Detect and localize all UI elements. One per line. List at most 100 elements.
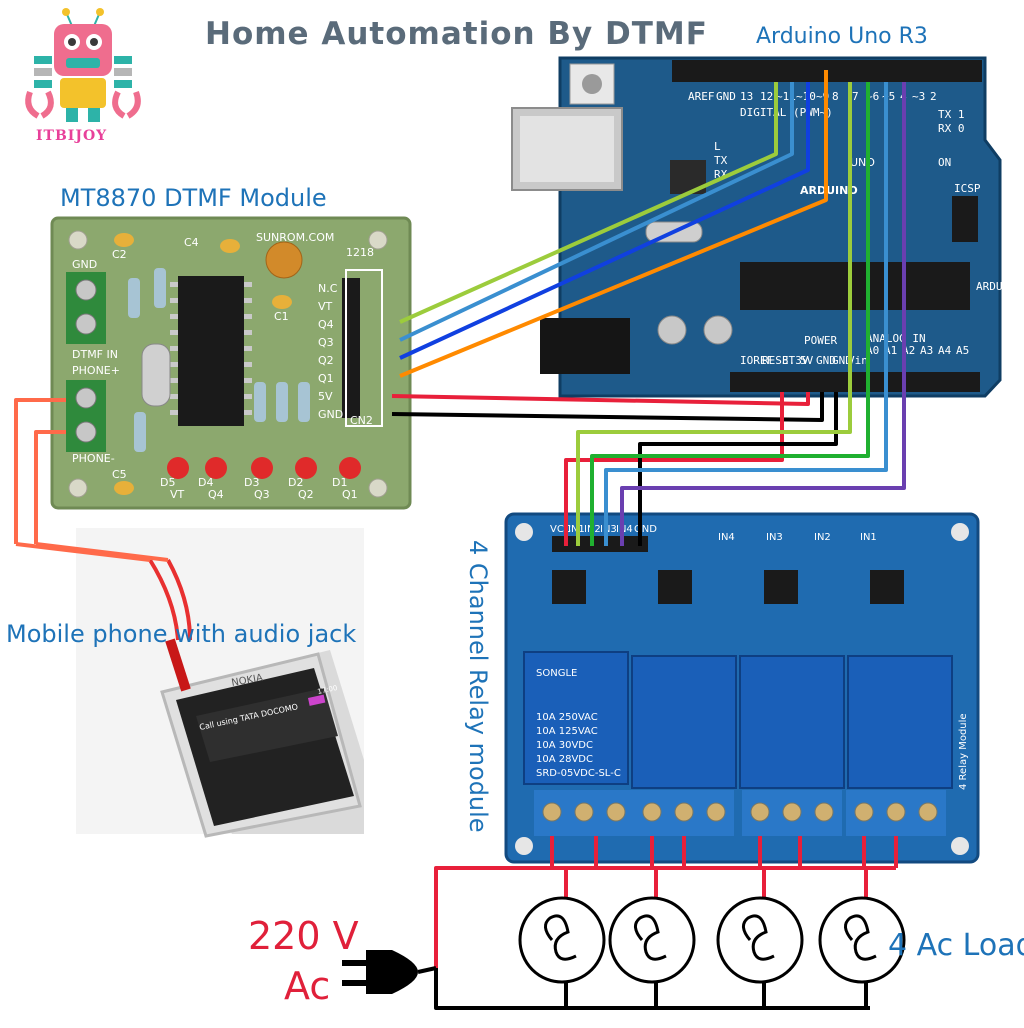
wire-phone-minus: [34, 430, 66, 544]
phone-label: Mobile phone with audio jack: [6, 620, 357, 648]
voltage-label-line2: Ac: [284, 964, 331, 1008]
dtmf-left-labels: GND DTMF IN PHONE+ PHONE-: [72, 258, 120, 465]
wire-q4-lime: [399, 82, 778, 324]
arduino-section-l: L: [714, 140, 721, 153]
dtmf-label: MT8870 DTMF Module: [60, 184, 327, 212]
arduino-section-tx: TX: [714, 154, 728, 167]
dtmf-d3: D3: [244, 476, 259, 489]
itbijoy-logo: [25, 8, 141, 122]
dtmf-led-q2: Q2: [298, 488, 314, 501]
dtmf-pin-q4: Q4: [318, 318, 334, 331]
page-title: Home Automation By DTMF: [205, 16, 708, 52]
phone-brand: NOKIA: [231, 673, 264, 689]
wire-5v-red: [391, 392, 810, 406]
ac-plug: [342, 950, 437, 994]
bulb-4: [818, 896, 906, 984]
dtmf-label-dtmf-in: DTMF IN: [72, 348, 118, 361]
relay-led-in4: IN4: [718, 532, 735, 543]
relay-led-in2: IN2: [814, 532, 831, 543]
arduino-section-icsp: ICSP: [954, 182, 981, 195]
dtmf-pin-labels: N.C VT Q4 Q3 Q2 Q1 5V GND CN2: [318, 282, 373, 427]
dtmf-led-labels: VT Q4 Q3 Q2 Q1: [170, 488, 358, 501]
relay-body-text: SONGLE 10A 250VAC 10A 125VAC 10A 30VDC 1…: [536, 668, 621, 779]
dtmf-pin-5v: 5V: [318, 390, 333, 403]
relay-model: SRD-05VDC-SL-C: [536, 768, 621, 779]
relay-label: 4 Channel Relay module: [464, 540, 492, 833]
arduino-label-tx: TX 1: [938, 108, 965, 121]
relay-module: VCC IN1 IN2 IN3 IN4 GND IN4 IN3 IN2 IN1 …: [504, 512, 980, 864]
relay-led-labels: IN4 IN3 IN2 IN1: [718, 532, 877, 543]
arduino-section-on: ON: [938, 156, 951, 169]
dtmf-module: SUNROM.COM 1218 N.C VT Q4 Q3 Q2 Q1 5V GN…: [50, 216, 412, 510]
dtmf-d1: D1: [332, 476, 347, 489]
arduino-label-gnd-top: GND: [716, 90, 736, 103]
arduino-label-10: ~10: [796, 90, 816, 103]
dtmf-c4: C4: [184, 236, 199, 249]
logo-text: ITBIJOY: [36, 128, 108, 144]
arduino-section-analog: ANALOG IN: [866, 332, 926, 345]
dtmf-code: 1218: [346, 246, 374, 259]
dtmf-c2: C2: [112, 248, 127, 261]
relay-pin-gnd: GND: [634, 524, 657, 535]
relay-led-in1: IN1: [860, 532, 877, 543]
mobile-phone: NOKIA Call using TATA DOCOMO 17:00: [76, 528, 364, 838]
arduino-label-13: 13: [740, 90, 753, 103]
dtmf-label-phone-plus: PHONE+: [72, 364, 120, 377]
load-label: 4 Ac Load: [888, 928, 1024, 963]
wire-gnd-black: [391, 392, 824, 422]
dtmf-label-phone-minus: PHONE-: [72, 452, 115, 465]
dtmf-led-q4: Q4: [208, 488, 224, 501]
dtmf-d4: D4: [198, 476, 213, 489]
arduino-label-12: 12: [760, 90, 773, 103]
wire-relay-gnd: [638, 392, 838, 546]
wire-q1-orange: [399, 70, 828, 378]
arduino-label: Arduino Uno R3: [756, 24, 928, 49]
wire-ac-live: [434, 866, 896, 968]
wire-q3-lightblue: [399, 82, 794, 342]
arduino-section-digital: DIGITAL (PWM~): [740, 106, 833, 119]
arduino-section-power: POWER: [804, 334, 837, 347]
arduino-label-aref: AREF: [688, 90, 715, 103]
dtmf-brand: SUNROM.COM: [256, 231, 334, 244]
arduino-label-2: 2: [930, 90, 937, 103]
relay-led-in3: IN3: [766, 532, 783, 543]
wire-relay-in3: [604, 82, 888, 546]
relay-pin-in4: IN4: [616, 524, 633, 535]
wire-phone-plus: [14, 398, 66, 544]
dtmf-pin-q3: Q3: [318, 336, 334, 349]
arduino-label-a5: A5: [956, 344, 969, 357]
arduino-label-a4: A4: [938, 344, 952, 357]
dtmf-component-labels: C2 C4 C1 C5 D5 D4 D3 D2 D1: [112, 236, 347, 489]
arduino-label-rx: RX 0: [938, 122, 965, 135]
arduino-label-gnd-2: GND: [832, 354, 852, 367]
arduino-section-cc: ARDUINO.CC: [976, 280, 1024, 293]
wire-relay-in1: [576, 82, 852, 546]
dtmf-pin-gnd: GND: [318, 408, 343, 421]
dtmf-label-gnd: GND: [72, 258, 97, 271]
arduino-label-reset: RESET: [762, 354, 795, 367]
dtmf-d2: D2: [288, 476, 303, 489]
arduino-model: UNO: [850, 156, 875, 169]
bulb-3: [716, 896, 804, 984]
relay-pin-in3: IN3: [600, 524, 617, 535]
dtmf-led-vt: VT: [170, 488, 185, 501]
wire-relay-vcc: [564, 392, 784, 546]
voltage-label-line1: 220 V: [248, 914, 359, 958]
arduino-label-5v: 5V: [800, 354, 814, 367]
dtmf-pin-q1: Q1: [318, 372, 334, 385]
bulb-2: [608, 896, 696, 984]
wires: [14, 70, 906, 1010]
wire-q2-blue: [399, 82, 810, 360]
arduino-label-vin: Vin: [848, 354, 868, 367]
dtmf-pin-nc: N.C: [318, 282, 338, 295]
arduino-label-3: ~3: [912, 90, 925, 103]
dtmf-connector: CN2: [350, 414, 373, 427]
relay-pin-vcc: VCC: [550, 524, 571, 535]
ac-loads: [518, 896, 906, 984]
wire-relay-in2: [590, 82, 870, 546]
relay-rating-4: 10A 28VDC: [536, 754, 593, 765]
arduino-label-ioref: IOREF: [740, 354, 773, 367]
relay-rating-3: 10A 30VDC: [536, 740, 593, 751]
